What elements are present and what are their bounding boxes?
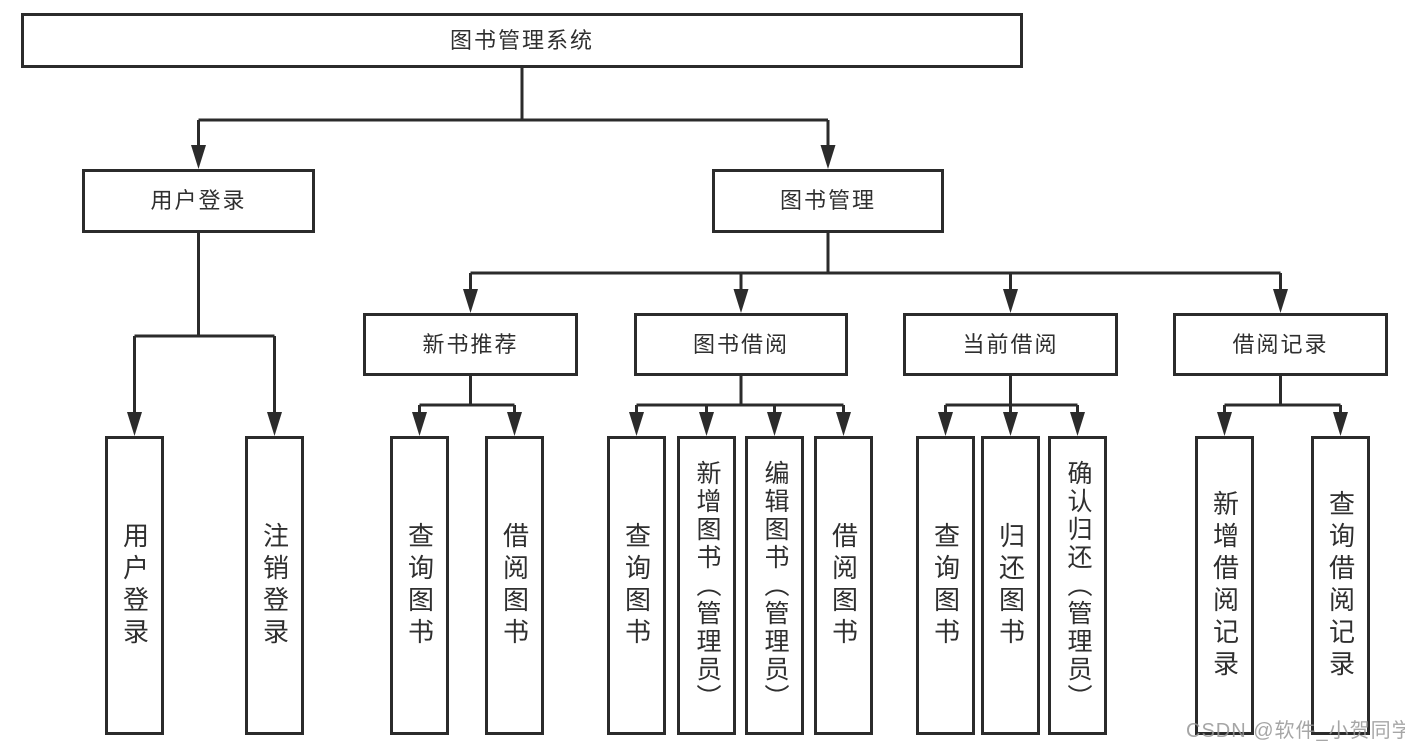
leaf-confirm-return-admin: 确认归还（管理员） [1048,436,1107,735]
leaf-add-books-admin: 新增图书（管理员） [677,436,736,735]
node-label: 查询图书 [621,521,652,650]
leaf-user-login: 用户登录 [105,436,164,735]
csdn-watermark: CSDN @软件_小贺同学 [1186,720,1405,742]
leaf-query-borrow-record: 查询借阅记录 [1311,436,1370,735]
leaf-return-books: 归还图书 [981,436,1040,735]
node-user-login: 用户登录 [82,169,315,233]
node-label: 图书管理 [779,188,876,213]
leaf-query-books-borrow: 查询图书 [607,436,666,735]
node-label: 归还图书 [995,521,1026,650]
leaf-add-borrow-record: 新增借阅记录 [1195,436,1254,735]
node-label: 新书推荐 [422,331,519,357]
leaf-edit-books-admin: 编辑图书（管理员） [745,436,804,735]
node-book-borrow: 图书借阅 [634,313,848,376]
node-label: 新增图书（管理员） [693,459,721,712]
node-label: 查询图书 [404,521,435,650]
leaf-logout: 注销登录 [245,436,304,735]
leaf-query-books-current: 查询图书 [916,436,975,735]
leaf-borrow-books-recommend: 借阅图书 [485,436,544,735]
node-label: 确认归还（管理员） [1064,459,1092,712]
node-label: 编辑图书（管理员） [761,459,789,712]
node-label: 注销登录 [259,521,290,650]
node-label: 图书管理系统 [449,27,594,53]
node-label: 图书借阅 [692,331,789,357]
node-current-borrow: 当前借阅 [903,313,1118,376]
node-label: 查询借阅记录 [1325,489,1356,682]
node-label: 借阅图书 [499,521,530,650]
node-label: 新增借阅记录 [1209,489,1240,682]
node-label: 用户登录 [119,521,150,650]
node-library-management-system: 图书管理系统 [21,13,1023,68]
node-new-book-recommend: 新书推荐 [363,313,578,376]
node-label: 借阅图书 [828,521,859,650]
leaf-query-books-recommend: 查询图书 [390,436,449,735]
node-label: 借阅记录 [1232,331,1329,357]
node-label: 查询图书 [930,521,961,650]
node-label: 当前借阅 [962,331,1059,357]
leaf-borrow-books: 借阅图书 [814,436,873,735]
node-label: 用户登录 [150,188,247,213]
node-borrow-records: 借阅记录 [1173,313,1388,376]
node-book-management: 图书管理 [712,169,944,233]
